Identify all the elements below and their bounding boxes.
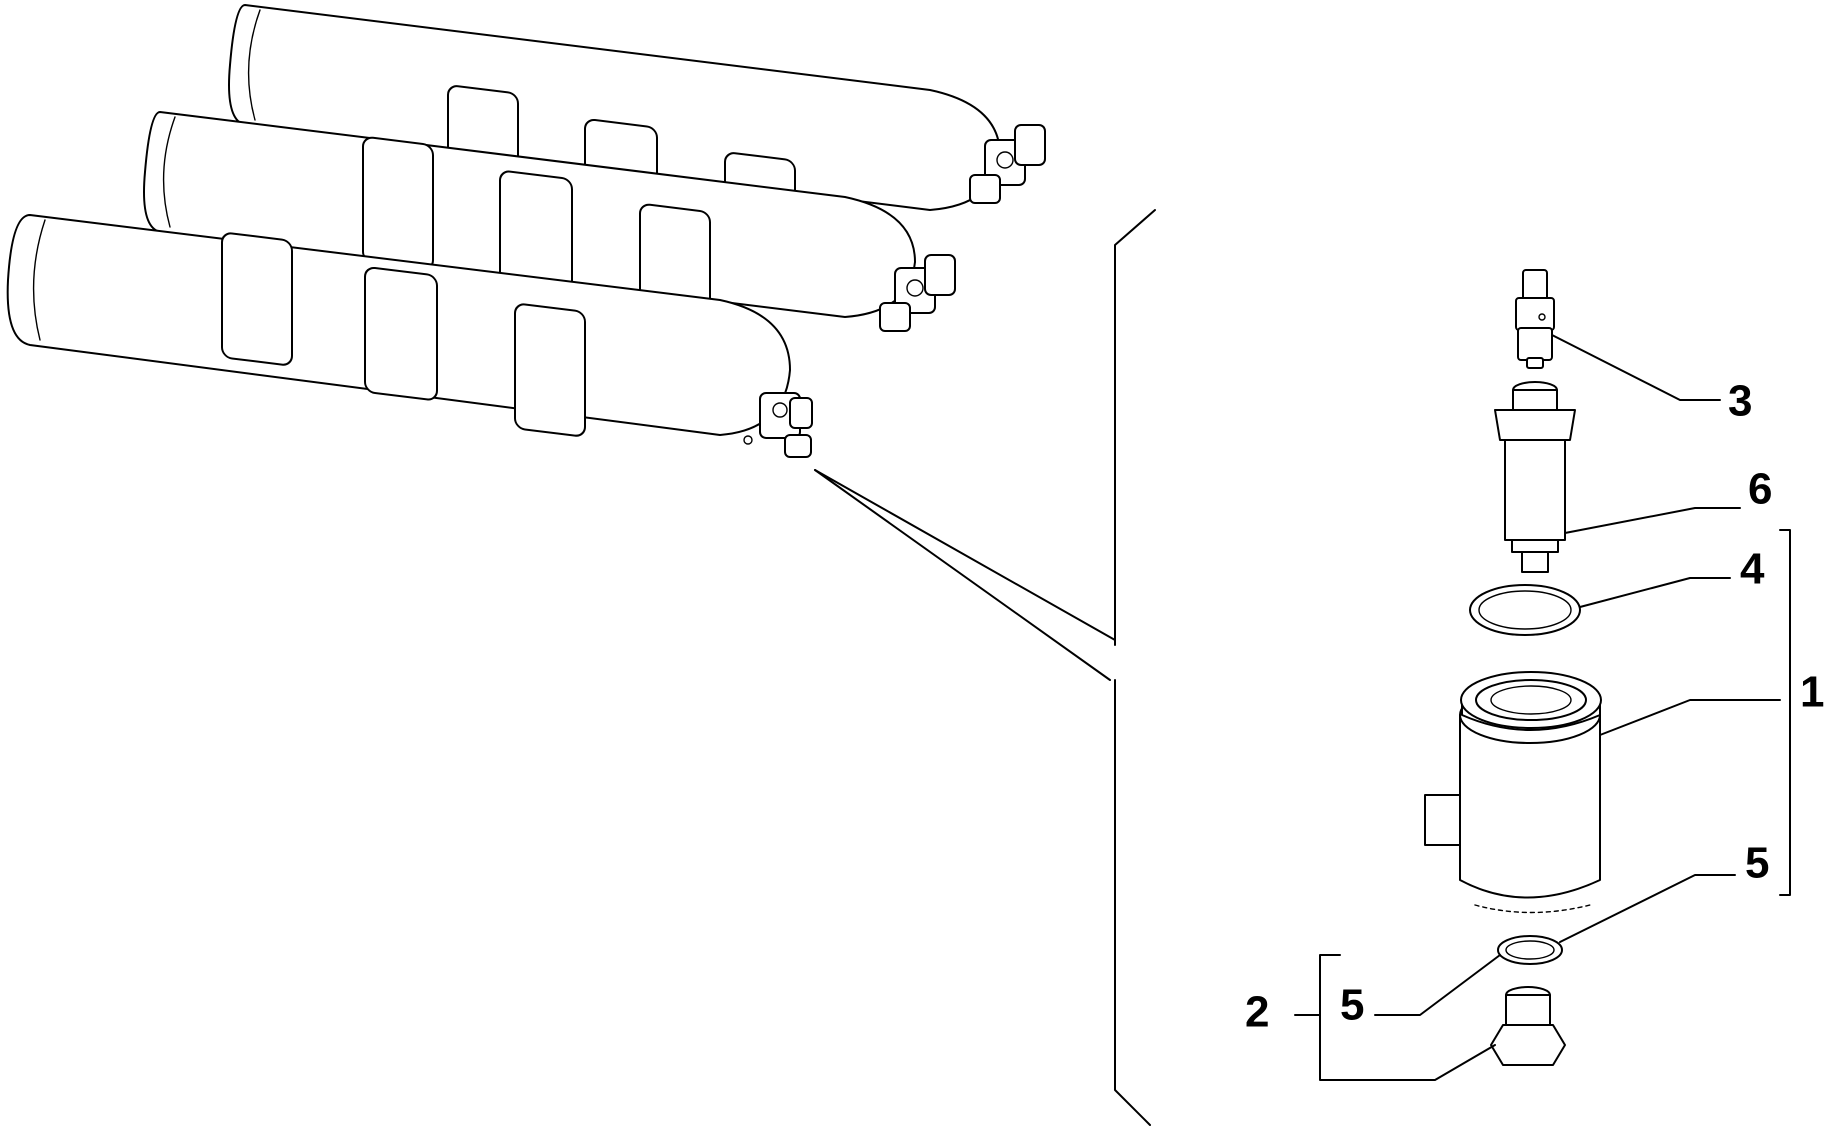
bracket-right [1779,529,1791,896]
leader-3 [1551,334,1721,401]
part-1-solenoid-coil [1424,671,1602,914]
callout-2: 2 [1245,988,1269,1037]
bracket-left [1319,954,1496,1081]
valve-top [969,124,1046,204]
gas-cylinder-bank [6,4,1046,458]
valve-middle [879,254,956,332]
detail-leader [814,469,1116,681]
callout-labels: 3 6 4 1 5 2 5 [1245,377,1824,1037]
callout-5-lower: 5 [1340,981,1364,1030]
callout-6: 6 [1748,465,1772,514]
part-4-o-ring [1469,584,1581,636]
leader-5-lower [1374,954,1501,1016]
callout-5-upper: 5 [1745,839,1769,888]
leader-6 [1564,507,1741,534]
part-3-valve-pin [1515,269,1555,369]
callout-4: 4 [1740,545,1765,594]
part-5-seal [1497,935,1563,965]
group-bracket [1114,209,1156,1126]
gas-cylinder-front [6,214,813,458]
leader-4 [1579,577,1731,608]
part-6-threaded-body [1494,381,1576,573]
leader-5-upper [1559,874,1736,943]
callout-1: 1 [1800,668,1824,717]
leader-1 [1599,699,1781,736]
callout-3: 3 [1728,377,1752,426]
leader-lines [1294,334,1791,1081]
valve-front [743,392,813,458]
part-2-plug [1490,986,1566,1066]
